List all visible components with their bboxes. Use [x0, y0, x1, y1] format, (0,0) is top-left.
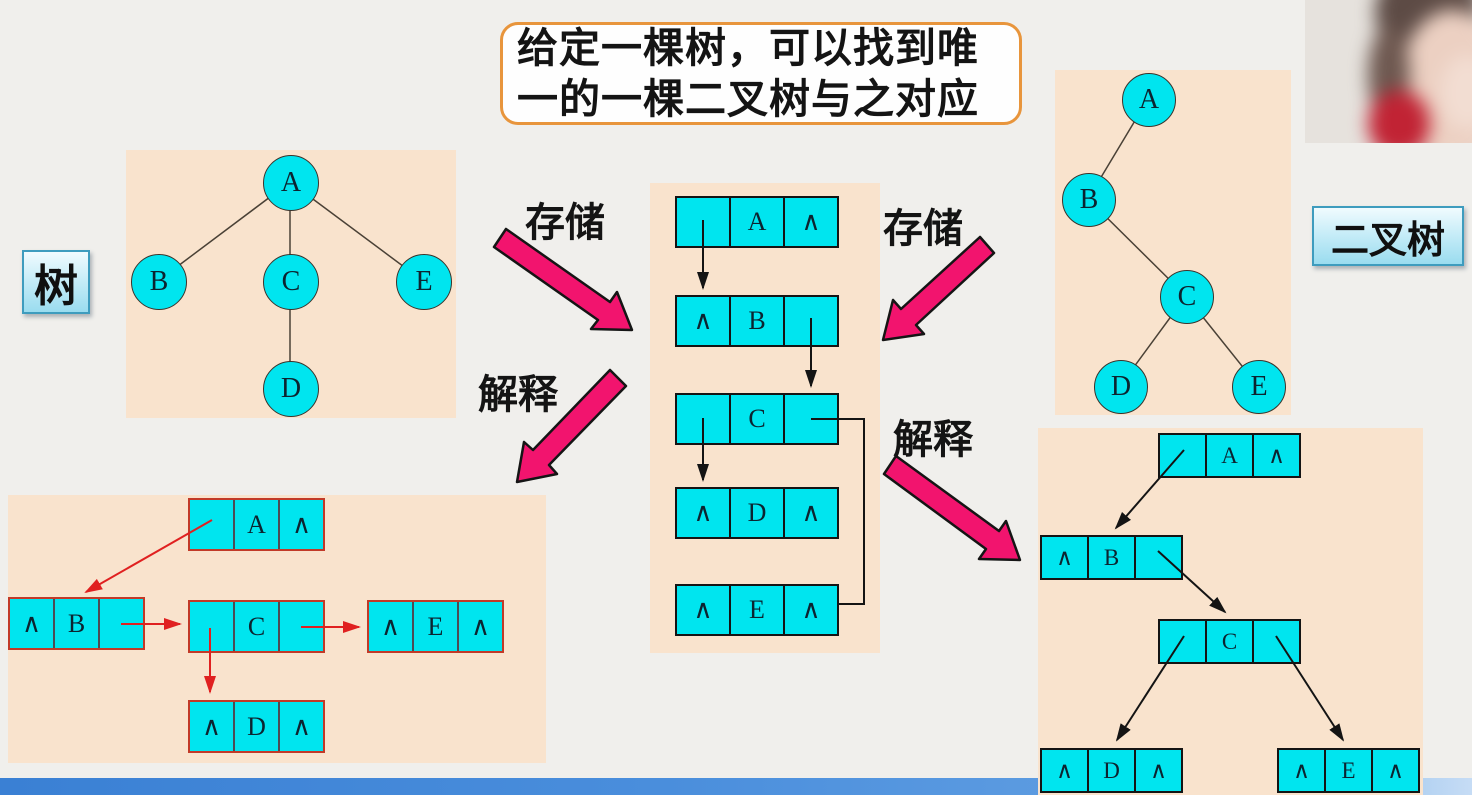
- center-list-node-C: C: [675, 393, 839, 445]
- right-pointer-cell: [1254, 621, 1299, 662]
- tree-tag: 树: [22, 250, 90, 314]
- left-pointer-cell: [677, 395, 731, 443]
- tree-node-C: C: [263, 254, 319, 310]
- bl-list-node-B: ∧ B: [8, 597, 145, 650]
- binary-tree-tag: 二叉树: [1312, 206, 1464, 266]
- right-pointer-cell: ∧: [291, 711, 312, 741]
- binary-node-C: C: [1160, 270, 1214, 324]
- bl-list-node-E: ∧ E ∧: [367, 600, 504, 653]
- center-list-node-D: ∧ D ∧: [675, 487, 839, 539]
- right-pointer-cell: [785, 395, 837, 443]
- tree-node-E: E: [396, 254, 452, 310]
- binary-node-B: B: [1062, 173, 1116, 227]
- value-cell: B: [55, 599, 100, 648]
- right-pointer-cell: [280, 602, 323, 651]
- right-pointer-cell: ∧: [801, 498, 821, 527]
- value-cell: E: [731, 586, 785, 634]
- value-cell: C: [1207, 621, 1254, 662]
- value-cell: A: [1207, 435, 1254, 476]
- value-cell: A: [731, 198, 785, 246]
- right-pointer-cell: ∧: [801, 207, 821, 236]
- right-pointer-cell: [1136, 537, 1181, 578]
- tree-node-B: B: [131, 254, 187, 310]
- left-pointer-cell: ∧: [1279, 750, 1326, 791]
- br-list-node-B: ∧ B: [1040, 535, 1183, 580]
- left-pointer-cell: [190, 602, 235, 651]
- center-list-node-E: ∧ E ∧: [675, 584, 839, 636]
- binary-node-D: D: [1094, 360, 1148, 414]
- title-line-1: 给定一棵树，可以找到唯: [517, 24, 979, 71]
- tree-node-D: D: [263, 361, 319, 417]
- value-cell: D: [235, 702, 280, 751]
- value-cell: B: [731, 297, 785, 345]
- block-arrow: [882, 454, 1022, 562]
- br-list-node-E: ∧ E ∧: [1277, 748, 1420, 793]
- value-cell: A: [235, 500, 280, 549]
- left-pointer-cell: ∧: [677, 586, 731, 634]
- br-list-node-D: ∧ D ∧: [1040, 748, 1183, 793]
- right-pointer-cell: [100, 599, 143, 648]
- tree-node-A: A: [263, 155, 319, 211]
- bl-list-node-A: A ∧: [188, 498, 325, 551]
- value-cell: C: [731, 395, 785, 443]
- left-pointer-cell: [677, 198, 731, 246]
- left-pointer-cell: ∧: [1042, 537, 1089, 578]
- store-label-left: 存储: [525, 201, 605, 245]
- binary-node-E: E: [1232, 360, 1286, 414]
- interpret-label-right: 解释: [893, 418, 973, 462]
- value-cell: D: [1089, 750, 1136, 791]
- right-pointer-cell: ∧: [291, 509, 312, 539]
- value-cell: C: [235, 602, 280, 651]
- right-pointer-cell: ∧: [1387, 757, 1404, 783]
- right-pointer-cell: ∧: [1268, 442, 1285, 468]
- value-cell: E: [414, 602, 459, 651]
- right-pointer-cell: ∧: [470, 611, 491, 641]
- left-pointer-cell: [190, 500, 235, 549]
- center-list-node-A: A ∧: [675, 196, 839, 248]
- right-pointer-cell: ∧: [801, 595, 821, 624]
- br-list-node-A: A ∧: [1158, 433, 1301, 478]
- interpret-label-left: 解释: [478, 373, 558, 417]
- store-label-right: 存储: [883, 207, 963, 251]
- left-pointer-cell: [1160, 621, 1207, 662]
- left-pointer-cell: ∧: [677, 297, 731, 345]
- left-pointer-cell: ∧: [10, 599, 55, 648]
- left-pointer-cell: ∧: [677, 489, 731, 537]
- left-pointer-cell: ∧: [190, 702, 235, 751]
- right-pointer-cell: [785, 297, 837, 345]
- title-line-2: 一的一棵二叉树与之对应: [517, 75, 979, 122]
- center-list-node-B: ∧ B: [675, 295, 839, 347]
- title-callout: 给定一棵树，可以找到唯 一的一棵二叉树与之对应: [500, 22, 1022, 125]
- webcam-overlay: [1305, 0, 1472, 143]
- bl-list-node-C: C: [188, 600, 325, 653]
- value-cell: B: [1089, 537, 1136, 578]
- binary-links-panel: [1038, 428, 1423, 795]
- br-list-node-C: C: [1158, 619, 1301, 664]
- binary-node-A: A: [1122, 73, 1176, 127]
- value-cell: E: [1326, 750, 1373, 791]
- right-pointer-cell: ∧: [1150, 757, 1167, 783]
- value-cell: D: [731, 489, 785, 537]
- left-pointer-cell: ∧: [1042, 750, 1089, 791]
- webcam-blurred-image: [1305, 0, 1472, 143]
- bl-list-node-D: ∧ D ∧: [188, 700, 325, 753]
- left-pointer-cell: ∧: [369, 602, 414, 651]
- left-pointer-cell: [1160, 435, 1207, 476]
